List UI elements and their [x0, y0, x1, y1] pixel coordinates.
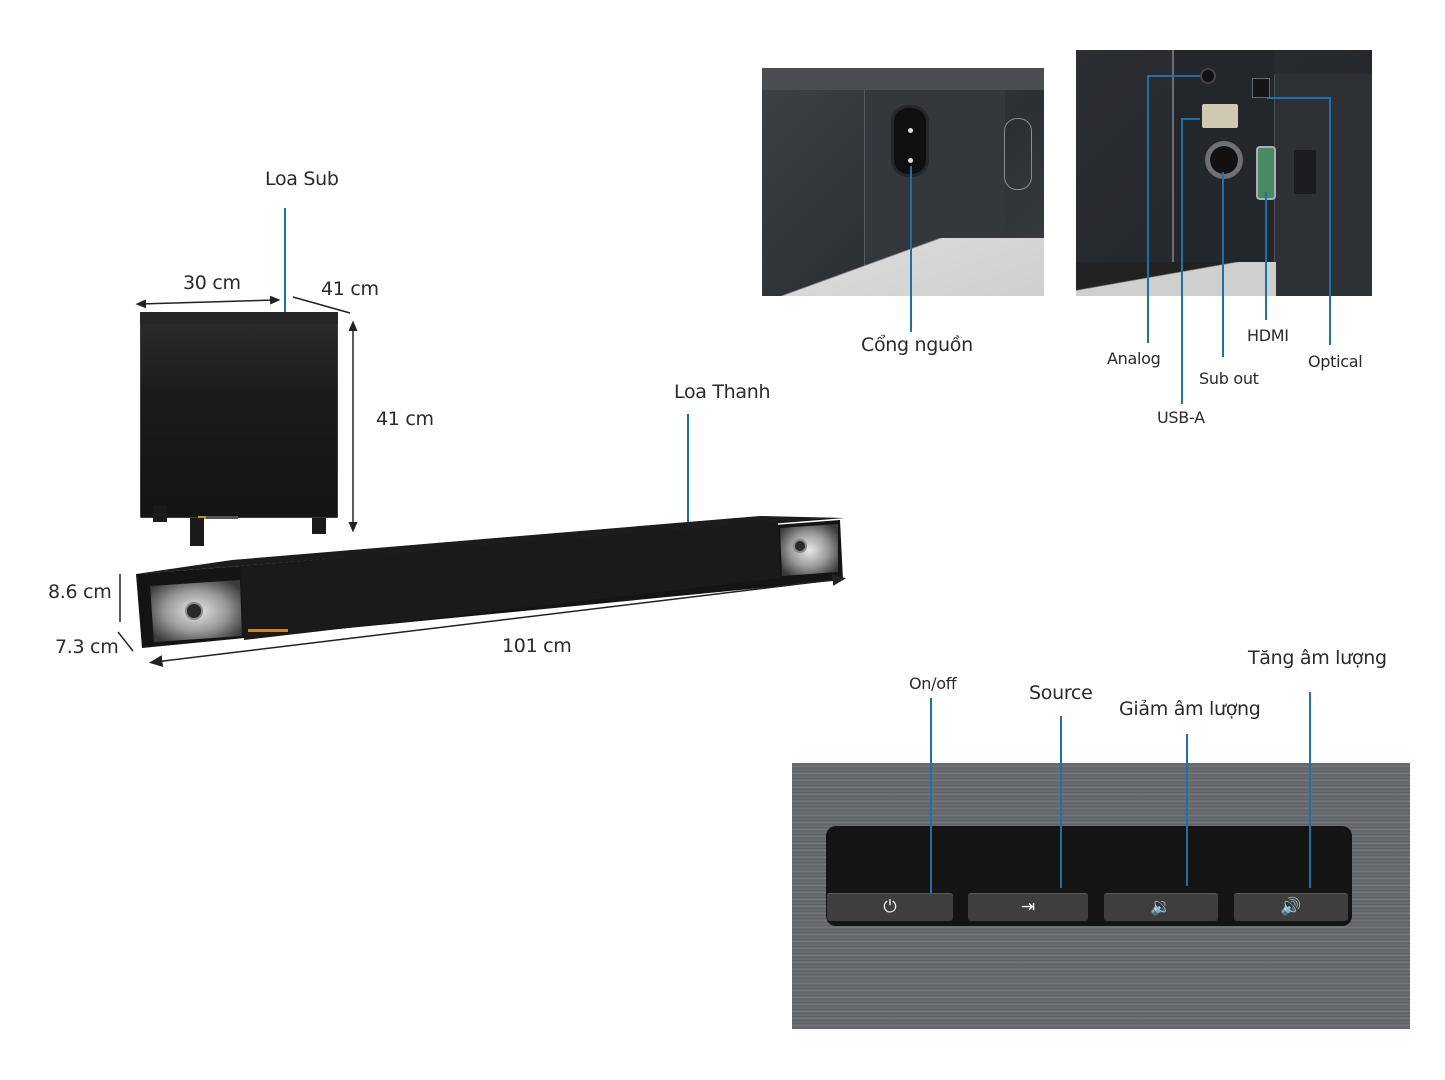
- power-socket: [894, 108, 926, 174]
- subwoofer-height-label: 41 cm: [376, 408, 434, 430]
- volume-up-button[interactable]: 🔊: [1234, 893, 1348, 921]
- power-label: On/off: [909, 674, 957, 693]
- subwoofer-width-arrow: [135, 295, 281, 309]
- logo-outline: [1004, 118, 1032, 190]
- volume-down-leader-line: [1186, 734, 1188, 886]
- subwoofer-depth-label: 41 cm: [321, 278, 379, 300]
- subwoofer-leader-line: [284, 208, 286, 318]
- volume-down-icon: 🔉: [1150, 897, 1172, 917]
- subwoofer-label: Loa Sub: [265, 168, 339, 190]
- vent: [1294, 150, 1316, 194]
- subwoofer-foot: [190, 518, 204, 546]
- volume-down-button[interactable]: 🔉: [1104, 893, 1218, 921]
- volume-down-label: Giảm âm lượng: [1119, 698, 1261, 720]
- analog-label: Analog: [1107, 349, 1161, 368]
- power-port-photo: [762, 68, 1044, 296]
- usb-a-port: [1202, 104, 1238, 128]
- source-button[interactable]: ⇥: [968, 893, 1088, 921]
- sub-out-leader-line: [1222, 172, 1224, 357]
- rear-ports-photo: [1076, 50, 1372, 296]
- optical-leader-h: [1267, 97, 1330, 99]
- soundbar-depth-label: 7.3 cm: [55, 636, 119, 658]
- soundbar-height-label: 8.6 cm: [48, 581, 112, 603]
- optical-port: [1252, 78, 1270, 98]
- volume-up-leader-line: [1309, 692, 1311, 888]
- optical-label: Optical: [1308, 352, 1363, 371]
- subwoofer-width-label: 30 cm: [183, 272, 241, 294]
- analog-port: [1202, 70, 1214, 82]
- usb-a-leader-line: [1181, 118, 1183, 404]
- subwoofer-brand-badge: [198, 516, 238, 519]
- analog-leader-line: [1147, 75, 1149, 343]
- power-port-leader-line: [910, 166, 912, 332]
- source-label: Source: [1029, 682, 1093, 704]
- power-button[interactable]: ⏻: [827, 893, 953, 921]
- hdmi-port: [1258, 148, 1274, 198]
- power-port-label: Cổng nguồn: [861, 334, 973, 356]
- subwoofer-top: [140, 312, 338, 324]
- volume-up-label: Tăng âm lượng: [1248, 647, 1387, 669]
- input-source-icon: ⇥: [1020, 897, 1036, 917]
- soundbar-label: Loa Thanh: [674, 381, 771, 403]
- soundbar-leader-line: [687, 414, 689, 522]
- optical-leader-line: [1329, 97, 1331, 345]
- analog-leader-h: [1148, 75, 1200, 77]
- sub-out-label: Sub out: [1199, 369, 1259, 388]
- volume-up-icon: 🔊: [1280, 897, 1302, 917]
- usb-a-leader-h: [1182, 118, 1200, 120]
- subwoofer-foot: [153, 506, 167, 522]
- power-icon: ⏻: [883, 897, 897, 917]
- hdmi-label: HDMI: [1247, 326, 1289, 345]
- power-leader-line: [930, 698, 932, 894]
- subwoofer-foot: [312, 518, 326, 534]
- sub-out-port: [1210, 146, 1238, 174]
- soundbar-length-label: 101 cm: [502, 635, 572, 657]
- source-leader-line: [1060, 716, 1062, 888]
- hdmi-leader-line: [1265, 192, 1267, 320]
- subwoofer-cabinet: [140, 313, 338, 518]
- usb-a-label: USB-A: [1157, 408, 1205, 427]
- subwoofer-depth-arrow: [292, 296, 351, 314]
